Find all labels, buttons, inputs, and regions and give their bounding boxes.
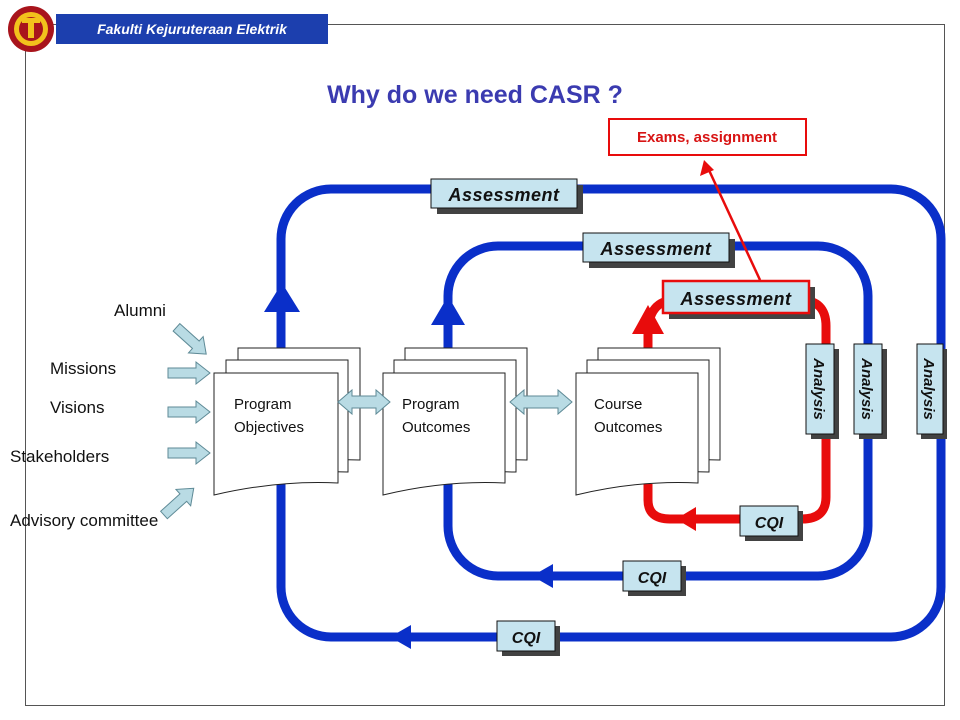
inner-left-arrow bbox=[676, 507, 696, 531]
inner-cqi-box: CQI bbox=[739, 505, 803, 541]
alumni-arrow bbox=[172, 322, 207, 355]
middle-assessment-label: Assessment bbox=[599, 239, 712, 259]
middle-analysis-label: Analysis bbox=[858, 357, 875, 420]
missions-arrow bbox=[167, 360, 211, 386]
input-visions: Visions bbox=[50, 398, 105, 417]
inner-assessment-box: Assessment bbox=[661, 279, 815, 319]
middle-cqi-label: CQI bbox=[638, 570, 667, 587]
exam-pointer-line bbox=[706, 167, 762, 281]
course-outcomes-line2: Outcomes bbox=[594, 419, 662, 436]
outer-analysis-label: Analysis bbox=[920, 357, 937, 420]
exam-box: Exams, assignment bbox=[608, 118, 807, 156]
middle-up-arrow bbox=[431, 296, 465, 325]
outer-cqi-label: CQI bbox=[512, 630, 541, 647]
program-outcomes-line2: Outcomes bbox=[402, 419, 470, 436]
program-outcomes-line1: Program bbox=[402, 396, 460, 413]
visions-arrow bbox=[167, 399, 211, 425]
outer-left-arrow bbox=[390, 625, 411, 649]
inner-up-arrow bbox=[632, 305, 664, 334]
university-crest-icon bbox=[8, 6, 54, 52]
exam-label: Exams, assignment bbox=[637, 129, 777, 146]
middle-analysis-box: Analysis bbox=[853, 343, 887, 439]
input-advisory-committee: Advisory committee bbox=[10, 511, 158, 530]
objectives-outcomes-connector bbox=[337, 388, 391, 416]
outer-assessment-box: Assessment bbox=[430, 178, 583, 214]
outer-assessment-label: Assessment bbox=[447, 185, 560, 205]
middle-left-arrow bbox=[532, 564, 553, 588]
inner-assessment-label: Assessment bbox=[679, 289, 792, 309]
faculty-header: Fakulti Kejuruteraan Elektrik bbox=[56, 14, 328, 44]
inner-analysis-label: Analysis bbox=[810, 357, 827, 420]
outer-cqi-box: CQI bbox=[496, 620, 560, 656]
outcomes-course-connector bbox=[509, 388, 573, 416]
program-outcomes-doc: Program Outcomes bbox=[382, 347, 528, 496]
inner-analysis-box: Analysis bbox=[805, 343, 839, 439]
page-title: Why do we need CASR ? bbox=[327, 81, 623, 109]
input-alumni: Alumni bbox=[114, 301, 166, 320]
outer-analysis-box: Analysis bbox=[916, 343, 947, 439]
stakeholders-arrow bbox=[167, 440, 211, 466]
outer-up-arrow bbox=[264, 283, 300, 312]
advisory-arrow bbox=[159, 487, 195, 520]
course-outcomes-line1: Course bbox=[594, 396, 642, 413]
program-objectives-doc: Program Objectives bbox=[213, 347, 361, 496]
program-objectives-line2: Objectives bbox=[234, 419, 304, 436]
middle-assessment-box: Assessment bbox=[582, 232, 735, 268]
program-objectives-line1: Program bbox=[234, 396, 292, 413]
middle-cqi-box: CQI bbox=[622, 560, 686, 596]
inner-cqi-label: CQI bbox=[755, 515, 784, 532]
course-outcomes-doc: Course Outcomes bbox=[575, 347, 721, 496]
input-missions: Missions bbox=[50, 359, 116, 378]
input-stakeholders: Stakeholders bbox=[10, 447, 109, 466]
exam-pointer-arrowhead bbox=[700, 160, 714, 176]
inner-loop bbox=[643, 295, 831, 524]
